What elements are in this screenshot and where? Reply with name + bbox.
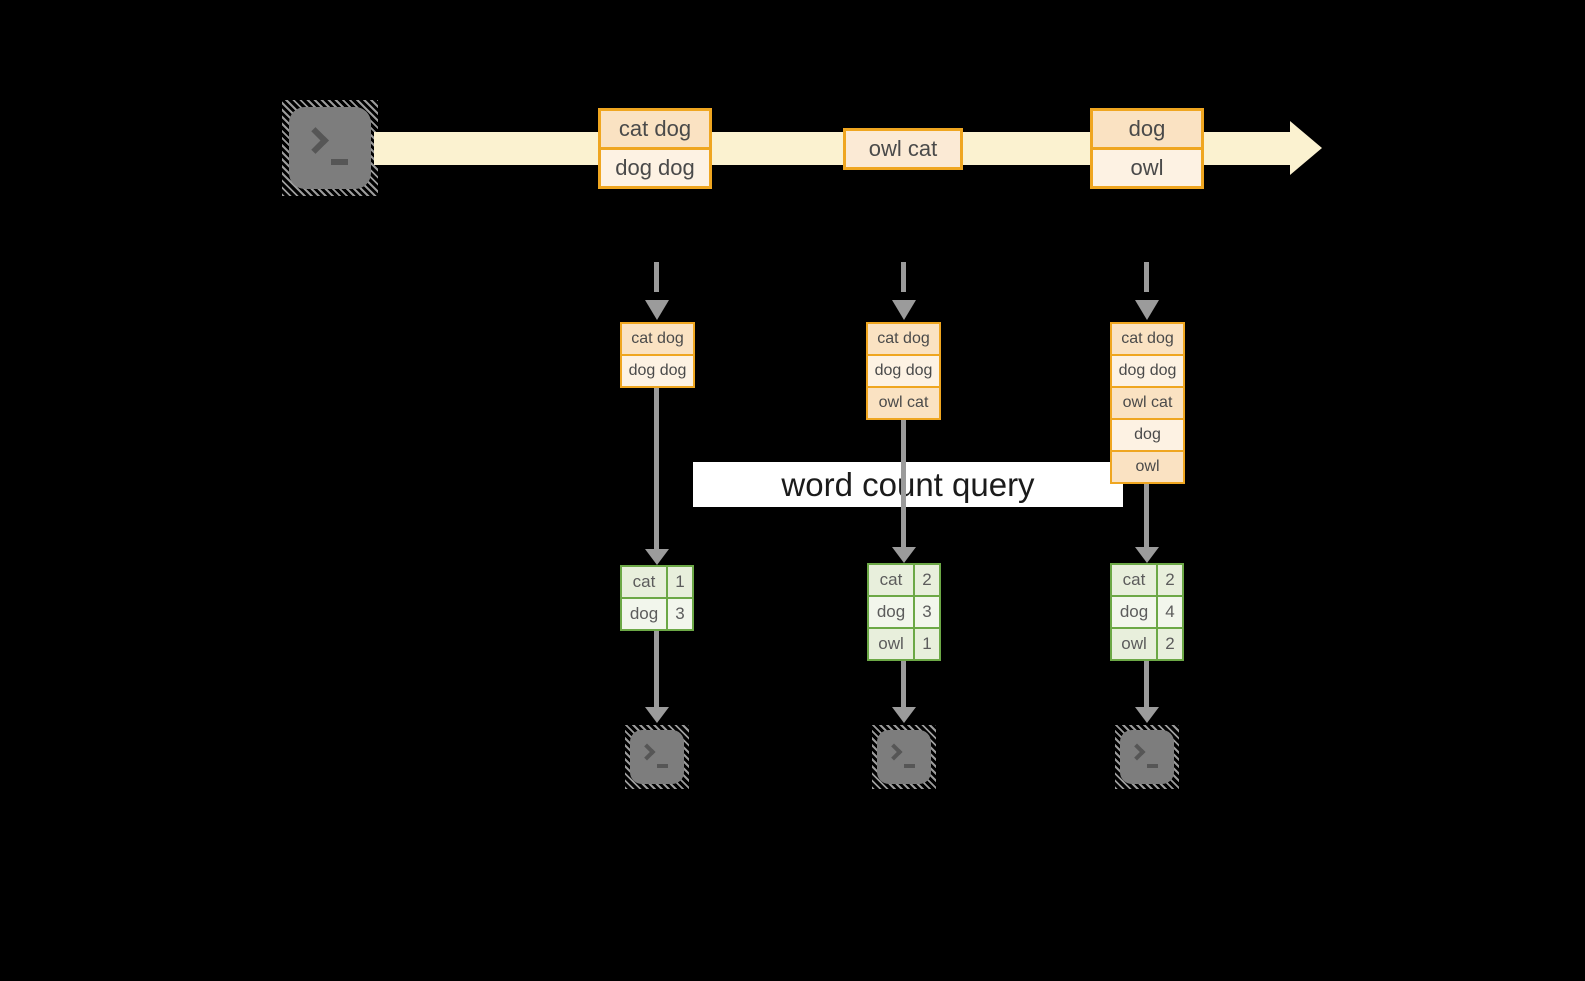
query-arrow-line-1 — [654, 388, 659, 549]
state-record: dog dog — [1112, 356, 1183, 386]
stream-event-box-2: owl cat — [843, 128, 963, 170]
terminal-body — [289, 107, 371, 189]
prompt-underscore-icon — [1147, 764, 1158, 768]
state-record: dog dog — [868, 356, 939, 386]
count-value-cell: 1 — [668, 567, 692, 597]
output-arrowhead-icon-2 — [892, 707, 916, 723]
output-arrow-line-3 — [1144, 661, 1149, 707]
count-value-cell: 1 — [915, 629, 939, 659]
state-record: dog dog — [622, 356, 693, 386]
query-label-band: word count query — [693, 462, 1123, 507]
count-word-cell: owl — [1112, 629, 1156, 659]
output-arrow-line-2 — [901, 661, 906, 707]
ingest-arrow-line-1 — [654, 262, 659, 292]
prompt-underscore-icon — [904, 764, 915, 768]
stream-record: dog dog — [601, 150, 709, 186]
ingest-arrow-line-3 — [1144, 262, 1149, 292]
count-value-cell: 2 — [915, 565, 939, 595]
count-value-cell: 2 — [1158, 629, 1182, 659]
output-arrowhead-icon-3 — [1135, 707, 1159, 723]
count-value-cell: 4 — [1158, 597, 1182, 627]
state-record: owl — [1112, 452, 1183, 482]
count-word-cell: cat — [1112, 565, 1156, 595]
count-value-cell: 3 — [915, 597, 939, 627]
ingest-arrowhead-icon-3 — [1135, 300, 1159, 320]
state-record: cat dog — [1112, 324, 1183, 354]
ingest-arrow-line-2 — [901, 262, 906, 292]
count-value-cell: 2 — [1158, 565, 1182, 595]
prompt-underscore-icon — [331, 159, 348, 165]
ingest-arrowhead-icon-2 — [892, 300, 916, 320]
query-label: word count query — [781, 465, 1035, 503]
terminal-body — [630, 730, 684, 784]
query-arrowhead-icon-3 — [1135, 547, 1159, 563]
prompt-chevron-icon — [638, 743, 656, 761]
output-arrow-line-1 — [654, 631, 659, 707]
stream-arrowhead-icon — [1290, 121, 1322, 175]
stream-record: owl — [1093, 150, 1201, 186]
stream-record: dog — [1093, 111, 1201, 147]
count-value-cell: 3 — [668, 599, 692, 629]
count-word-cell: cat — [622, 567, 666, 597]
query-arrow-line-2 — [901, 420, 906, 547]
terminal-body — [1120, 730, 1174, 784]
count-word-cell: dog — [622, 599, 666, 629]
state-record: owl cat — [1112, 388, 1183, 418]
state-record: cat dog — [622, 324, 693, 354]
stream-record: owl cat — [846, 131, 960, 167]
terminal-output-icon-1 — [625, 725, 689, 789]
count-word-cell: cat — [869, 565, 913, 595]
prompt-chevron-icon — [885, 743, 903, 761]
prompt-chevron-icon — [302, 127, 329, 154]
terminal-body — [877, 730, 931, 784]
query-arrowhead-icon-2 — [892, 547, 916, 563]
ingest-arrowhead-icon-1 — [645, 300, 669, 320]
count-word-cell: dog — [869, 597, 913, 627]
state-record: cat dog — [868, 324, 939, 354]
prompt-underscore-icon — [657, 764, 668, 768]
count-word-cell: dog — [1112, 597, 1156, 627]
state-record: owl cat — [868, 388, 939, 418]
prompt-chevron-icon — [1128, 743, 1146, 761]
terminal-source-icon — [282, 100, 378, 196]
state-record: dog — [1112, 420, 1183, 450]
query-arrow-line-3 — [1144, 484, 1149, 547]
count-word-cell: owl — [869, 629, 913, 659]
terminal-output-icon-2 — [872, 725, 936, 789]
terminal-output-icon-3 — [1115, 725, 1179, 789]
output-arrowhead-icon-1 — [645, 707, 669, 723]
stream-record: cat dog — [601, 111, 709, 147]
query-arrowhead-icon-1 — [645, 549, 669, 565]
